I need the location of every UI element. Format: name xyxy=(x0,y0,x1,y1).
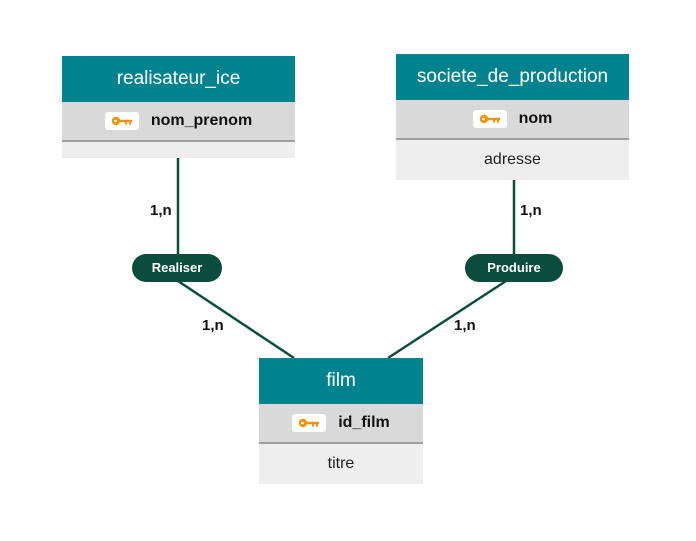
primary-key-row: nom xyxy=(396,100,629,140)
attribute-row-empty xyxy=(62,142,295,158)
primary-key-row: nom_prenom xyxy=(62,102,295,142)
entity-realisateur-ice[interactable]: realisateur_ice nom_prenom xyxy=(62,56,295,158)
entity-societe-de-production[interactable]: societe_de_production nom adresse xyxy=(396,54,629,180)
primary-key-label: id_film xyxy=(338,414,390,431)
entity-film[interactable]: film id_film titre xyxy=(259,358,423,484)
key-icon xyxy=(292,414,327,432)
association-produire[interactable]: Produire xyxy=(465,254,563,282)
entity-title: societe_de_production xyxy=(396,54,629,100)
cardinality-realiser-film: 1,n xyxy=(202,317,224,334)
entity-title: film xyxy=(259,358,423,404)
primary-key-label: nom_prenom xyxy=(150,112,253,129)
cardinality-produire-film: 1,n xyxy=(454,317,476,334)
attribute-titre: titre xyxy=(259,444,423,484)
cardinality-realisateur-realiser: 1,n xyxy=(150,202,172,219)
entity-title: realisateur_ice xyxy=(62,56,295,102)
key-icon xyxy=(472,110,507,128)
association-realiser[interactable]: Realiser xyxy=(132,254,222,282)
key-icon xyxy=(104,112,139,130)
link-produire-film xyxy=(387,279,507,360)
attribute-adresse: adresse xyxy=(396,140,629,180)
link-realiser-film xyxy=(177,279,295,360)
primary-key-row: id_film xyxy=(259,404,423,444)
cardinality-societe-produire: 1,n xyxy=(520,202,542,219)
primary-key-label: nom xyxy=(518,110,553,127)
